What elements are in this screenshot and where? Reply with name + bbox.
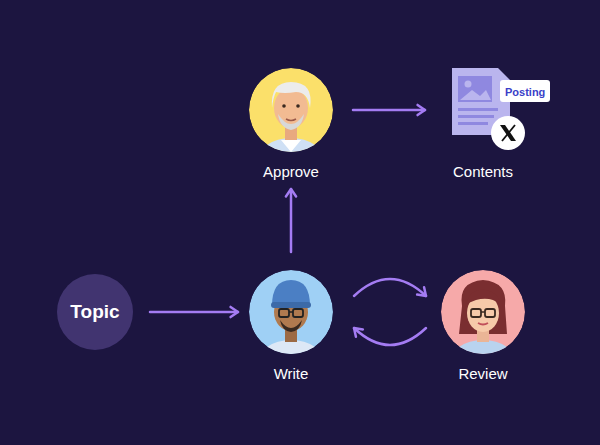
approver-node: Approve (246, 68, 336, 181)
arrow-line (354, 328, 426, 345)
reviewer-node: Review (438, 270, 528, 383)
flow-arrow (286, 189, 296, 252)
arrow-head (231, 307, 238, 317)
contents-node: ContentsPosting (433, 66, 533, 181)
node-label: Contents (453, 163, 513, 181)
node-label: Approve (263, 163, 319, 181)
reviewer-avatar (441, 270, 525, 388)
arrow-line (353, 109, 425, 112)
arrow-line (354, 279, 426, 296)
posting-badge: Posting (500, 80, 550, 102)
flow-arrow (354, 279, 426, 296)
flow-arrow (354, 328, 426, 345)
writer-node: Write (246, 270, 336, 383)
arrow-head (418, 105, 425, 115)
topic-circle: Topic (57, 274, 133, 350)
arrow-line (150, 311, 238, 314)
node-label: Topic (70, 301, 119, 323)
writer-avatar (249, 270, 333, 388)
arrow-head (354, 328, 363, 337)
arrow-head (286, 189, 296, 196)
flow-arrow (150, 307, 238, 317)
approver-avatar (249, 68, 333, 186)
node-label: Review (458, 365, 507, 383)
arrow-line (290, 189, 293, 252)
node-label: Posting (505, 85, 545, 99)
node-label: Write (274, 365, 309, 383)
arrow-head (417, 287, 426, 296)
x-logo (491, 116, 525, 150)
flow-arrow (353, 105, 425, 115)
